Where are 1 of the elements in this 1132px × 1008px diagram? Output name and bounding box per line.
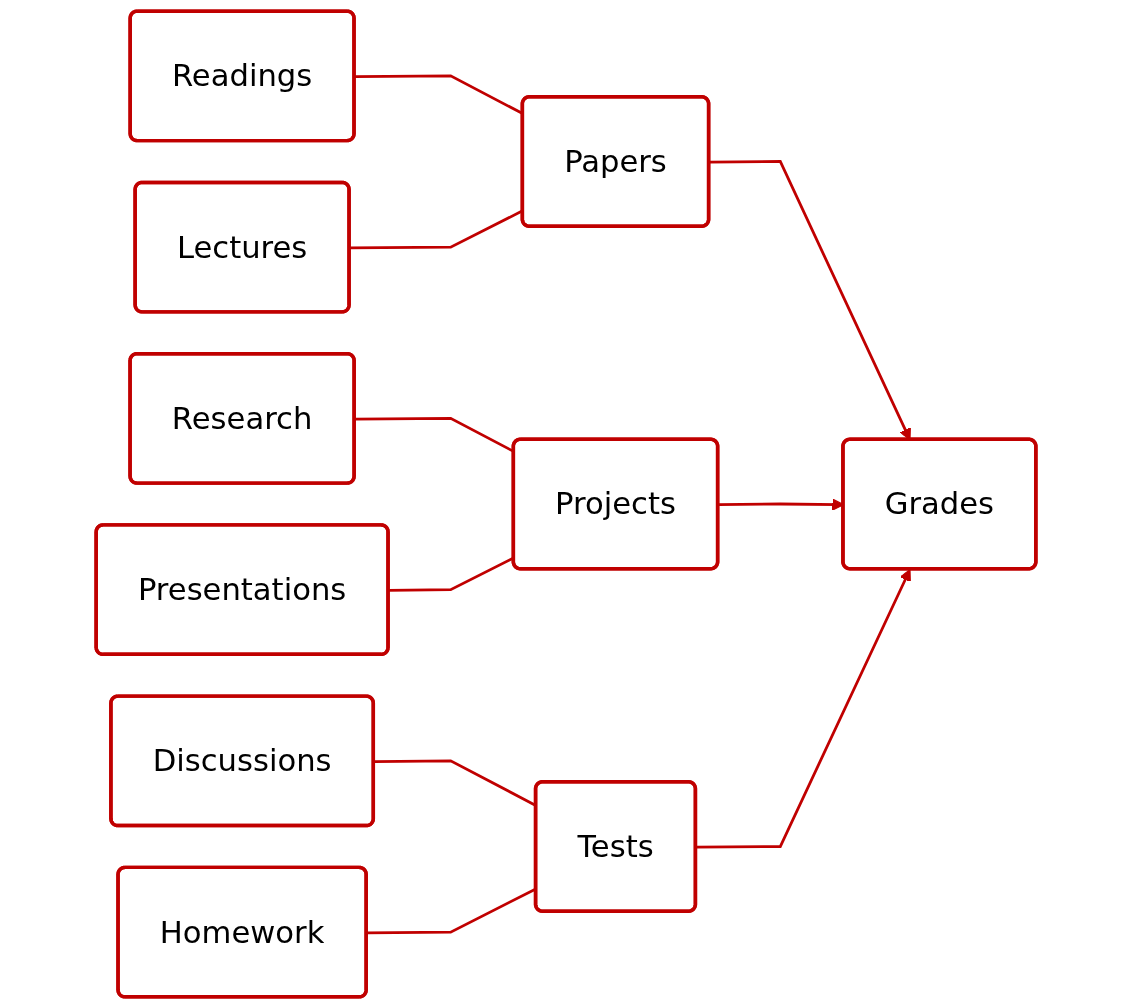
arrow xyxy=(696,568,911,849)
